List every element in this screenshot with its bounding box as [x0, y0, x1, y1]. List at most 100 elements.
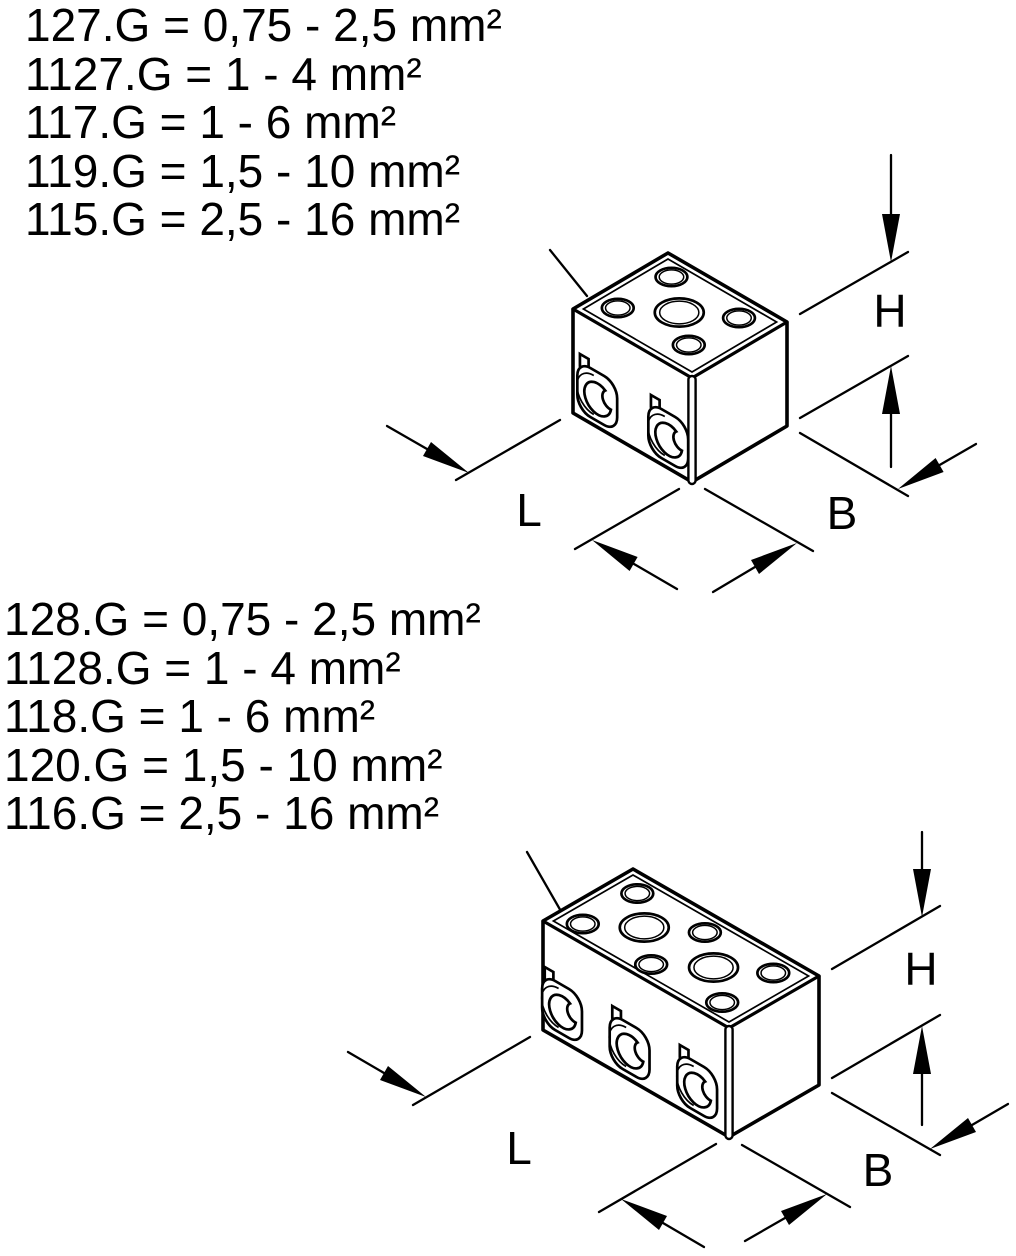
center-screw-well-chamfer [652, 297, 707, 329]
center-screw-well [679, 948, 748, 988]
entry-depth-line [542, 979, 559, 1028]
spec-line: 118.G = 1 - 6 mm² [4, 690, 376, 743]
leader-line [525, 850, 564, 915]
arrowhead [380, 1066, 426, 1097]
entry-depth-line [677, 1057, 694, 1106]
arrowhead [898, 458, 944, 489]
b-dim-label: B [863, 1144, 894, 1196]
wire-entry [677, 1043, 717, 1123]
spec-line: 115.G = 2,5 - 16 mm² [25, 193, 461, 246]
screw-hole-chamfer [688, 923, 723, 943]
spec-line: 117.G = 1 - 6 mm² [25, 96, 397, 149]
screw-hole-chamfer [565, 914, 600, 934]
extension-line [411, 1035, 532, 1107]
spec-line: 1127.G = 1 - 4 mm² [25, 47, 422, 100]
l-dimension: L [385, 418, 681, 591]
block-body [541, 867, 821, 1141]
top-face-chamfer [581, 258, 779, 373]
block-silhouette [541, 867, 821, 1139]
wire-entry-holes [577, 352, 688, 473]
spec-line: 119.G = 1,5 - 10 mm² [25, 144, 461, 197]
extension-line [573, 487, 681, 551]
entry-depth-line [648, 407, 665, 456]
b-dimension: B [703, 431, 978, 594]
entry-depth-line [577, 366, 594, 415]
screw-hole-chamfer [620, 884, 655, 904]
extension-line [703, 487, 815, 553]
spec-line: 127.G = 0,75 - 2,5 mm² [25, 0, 502, 51]
extension-line [740, 1143, 852, 1209]
center-screw-well [645, 293, 714, 333]
screw-hole-chamfer [705, 993, 740, 1013]
arrow-line [938, 442, 978, 467]
arrow-line [661, 1221, 706, 1249]
extension-line [798, 354, 910, 420]
l-dim-label: L [516, 484, 542, 536]
arrowhead [423, 442, 469, 473]
b-dimension: B [740, 1091, 1010, 1243]
diagram-2pole-block: H B L [385, 153, 978, 594]
extension-line [830, 1091, 942, 1157]
l-dim-label: L [506, 1122, 532, 1174]
arrow-line [385, 424, 429, 451]
center-screw-well [610, 908, 679, 948]
h-dim-label: H [904, 943, 937, 995]
arrowhead [592, 540, 638, 571]
center-screw-well-chamfer [617, 912, 672, 944]
center-screw-well-chamfer [686, 952, 741, 984]
front-vertical-edge [687, 374, 697, 486]
arrow-line [970, 1102, 1010, 1127]
top-face-holes [595, 264, 763, 361]
extension-line [798, 250, 910, 316]
extension-line [454, 418, 562, 482]
arrowhead [751, 543, 797, 574]
screw-hole-chamfer [654, 267, 689, 287]
arrow-line [632, 562, 679, 591]
spec-line: 128.G = 0,75 - 2,5 mm² [4, 593, 481, 645]
entry-bore [684, 1067, 711, 1113]
wire-entry [648, 393, 688, 473]
arrowhead [621, 1199, 667, 1230]
screw-hole-chamfer [600, 298, 635, 318]
wire-entry [542, 965, 582, 1045]
wire-entry [577, 352, 617, 432]
spec-line: 1128.G = 1 - 4 mm² [4, 641, 401, 694]
h-dimension: H [830, 830, 942, 1127]
screw-hole-chamfer [634, 955, 669, 975]
wire-entry [609, 1004, 649, 1084]
b-dim-label: B [827, 487, 858, 539]
arrowhead [882, 214, 900, 262]
arrowhead [781, 1194, 827, 1225]
arrow-line [346, 1050, 386, 1075]
screw-hole-chamfer [756, 963, 791, 983]
entry-bore [584, 376, 611, 422]
arrow-line [711, 565, 757, 594]
leader-line [548, 248, 589, 298]
arrowhead [913, 1026, 931, 1074]
h-dim-label: H [873, 285, 906, 337]
spec-list-2pole: 127.G = 0,75 - 2,5 mm² 1127.G = 1 - 4 mm… [25, 1, 502, 244]
arrowhead [930, 1118, 976, 1149]
entry-bore [655, 417, 682, 463]
wire-entry-holes [542, 965, 717, 1123]
extension-line [798, 431, 910, 498]
entry-bore [617, 1028, 644, 1074]
arrow-line [743, 1216, 787, 1243]
screw-hole-chamfer [722, 308, 757, 328]
l-dimension: L [346, 1035, 718, 1249]
top-face-chamfer [551, 874, 811, 1023]
extension-line [597, 1142, 718, 1214]
screw-hole-chamfer [671, 335, 706, 355]
top-face-holes [559, 880, 796, 1017]
entry-depth-line [609, 1018, 626, 1067]
arrowhead [913, 869, 931, 917]
diagram-3pole-block: H B L [346, 830, 1010, 1249]
spec-list-3pole: 128.G = 0,75 - 2,5 mm² 1128.G = 1 - 4 mm… [4, 595, 481, 838]
h-dimension: H [798, 153, 910, 469]
extension-line [830, 1013, 942, 1080]
spec-line: 116.G = 2,5 - 16 mm² [4, 787, 440, 840]
front-vertical-edge [724, 1024, 734, 1141]
entry-bore [549, 989, 576, 1035]
arrowhead [882, 366, 900, 414]
